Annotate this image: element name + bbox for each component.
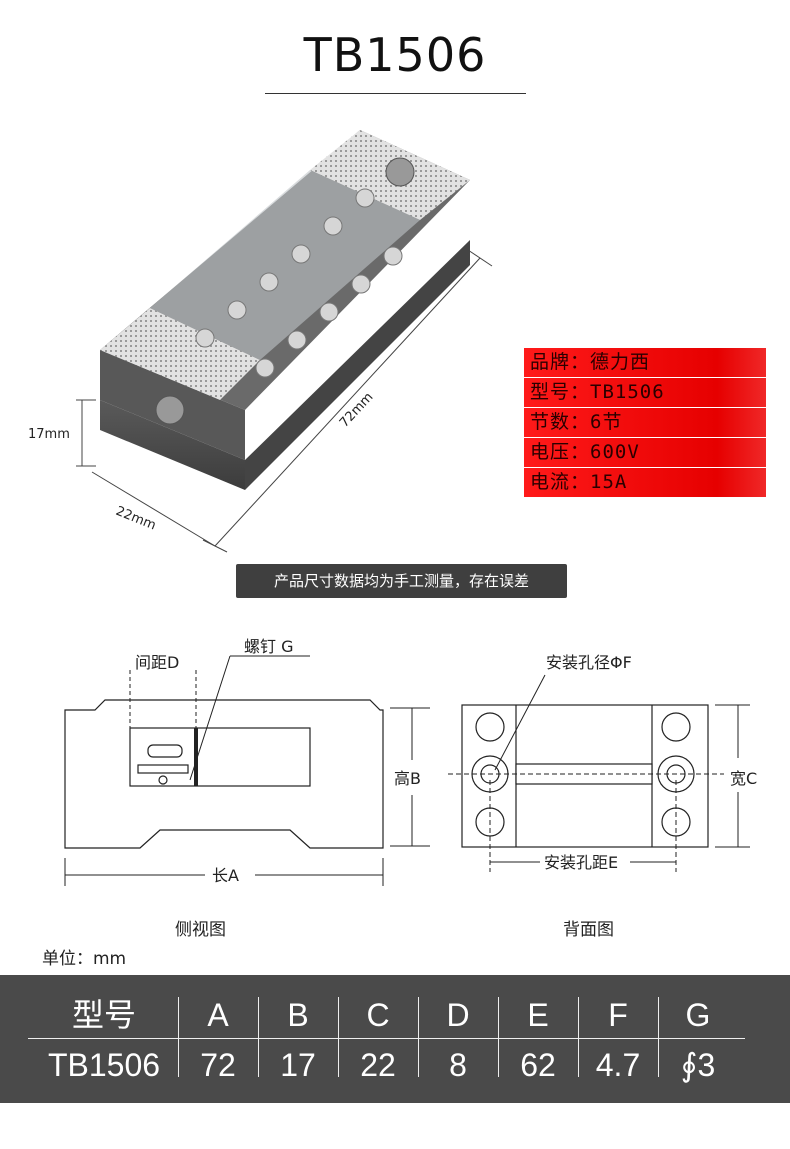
table-header-divider <box>28 1038 745 1039</box>
header-f: F <box>608 997 628 1033</box>
width-c-label: 宽C <box>730 769 757 788</box>
spacing-d-label: 间距D <box>135 653 179 672</box>
header-d: D <box>446 997 470 1033</box>
back-view-caption: 背面图 <box>563 920 614 940</box>
back-view-drawing: 安装孔径ΦF 宽C 安装孔距E 背面图 <box>448 653 757 940</box>
value-f: 4.7 <box>595 1047 641 1083</box>
side-view-drawing: 间距D 螺钉 G 高B 长A 侧视图 <box>64 637 430 940</box>
value-c: 22 <box>360 1047 396 1083</box>
header-b: B <box>287 997 309 1033</box>
photo-height-dim: 17mm <box>28 427 70 442</box>
spec-table: 品牌：德力西 型号：TB1506 节数：6节 电压：600V 电流：15A <box>524 348 766 498</box>
header-e: E <box>527 997 549 1033</box>
spec-current: 电流：15A <box>524 468 766 497</box>
measurement-notice: 产品尺寸数据均为手工测量，存在误差 <box>236 564 567 598</box>
hole-diameter-f-label: 安装孔径ΦF <box>546 653 632 672</box>
dimension-table: 型号 A B C D E F G TB1506 72 17 22 8 62 4.… <box>0 975 790 1103</box>
col-divider <box>418 997 419 1077</box>
spec-model: 型号：TB1506 <box>524 378 766 407</box>
height-b-label: 高B <box>394 769 421 788</box>
hole-distance-e-label: 安装孔距E <box>544 853 618 872</box>
col-divider <box>178 997 179 1077</box>
col-divider <box>578 997 579 1077</box>
header-model: 型号 <box>71 997 136 1033</box>
value-e: 62 <box>520 1047 556 1083</box>
length-a-label: 长A <box>212 866 239 885</box>
side-view-caption: 侧视图 <box>175 920 226 940</box>
col-divider <box>338 997 339 1077</box>
header-a: A <box>207 997 229 1033</box>
col-divider <box>258 997 259 1077</box>
value-g: ∮3 <box>680 1047 716 1083</box>
spec-sections: 节数：6节 <box>524 408 766 437</box>
photo-length-dim: 72mm <box>337 390 377 431</box>
col-divider <box>498 997 499 1077</box>
screw-g-label: 螺钉 G <box>244 637 294 656</box>
value-model: TB1506 <box>47 1047 161 1083</box>
col-divider <box>658 997 659 1077</box>
spec-voltage: 电压：600V <box>524 438 766 467</box>
value-b: 17 <box>280 1047 316 1083</box>
product-photo: 17mm 22mm 72mm <box>28 130 493 553</box>
page-title: TB1506 <box>303 28 487 82</box>
value-a: 72 <box>200 1047 236 1083</box>
title-underline <box>265 93 526 94</box>
header-c: C <box>366 997 390 1033</box>
unit-label: 单位：mm <box>42 949 127 969</box>
value-d: 8 <box>449 1047 467 1083</box>
spec-brand: 品牌：德力西 <box>524 348 766 377</box>
header-g: G <box>685 997 711 1033</box>
